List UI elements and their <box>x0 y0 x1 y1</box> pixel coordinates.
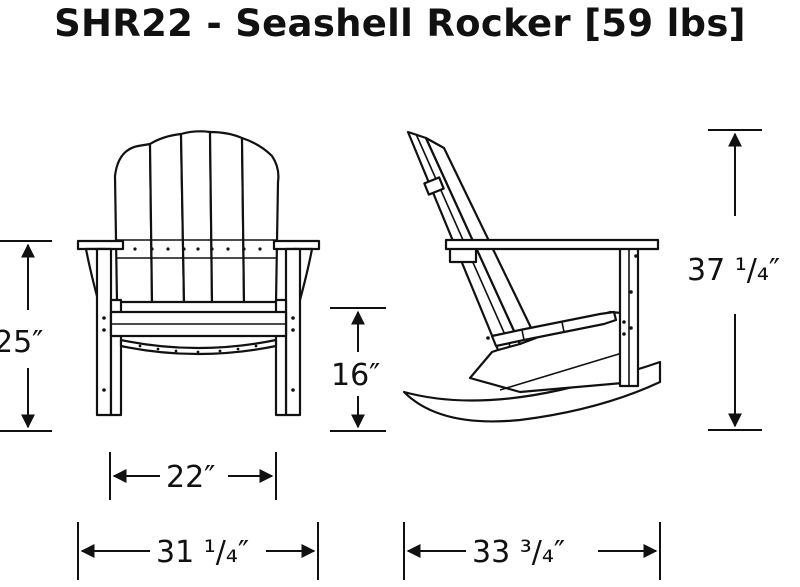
overall-height-label: 37 ¹/₄″ <box>687 253 780 288</box>
seat-width-label: 22″ <box>166 460 215 495</box>
front-height-label: 25″ <box>0 325 43 360</box>
dimension-seat-height: 16″ <box>330 307 386 432</box>
dimension-overall-width: 31 ¹/₄″ <box>77 522 319 580</box>
side-view-chair <box>402 130 662 423</box>
dimension-overall-height: 37 ¹/₄″ <box>687 129 780 431</box>
seat-height-label: 16″ <box>331 358 380 393</box>
dimension-seat-width: 22″ <box>109 452 277 500</box>
front-view-chair <box>76 130 321 417</box>
diagram-title: SHR22 - Seashell Rocker [59 lbs] <box>54 2 746 45</box>
dimension-overall-depth: 33 ³/₄″ <box>403 522 661 580</box>
dimension-front-height: 25″ <box>0 240 52 432</box>
overall-depth-label: 33 ³/₄″ <box>472 535 565 570</box>
overall-width-label: 31 ¹/₄″ <box>156 535 249 570</box>
